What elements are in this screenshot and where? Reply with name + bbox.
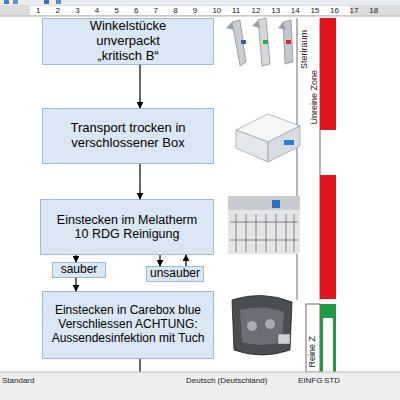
- ruler-number: 8: [173, 6, 177, 15]
- green-zone-inner: [323, 318, 333, 372]
- zone-label: Reine Z: [307, 336, 317, 368]
- handpiece-photo: [226, 18, 293, 66]
- status-text: Standard: [2, 376, 34, 385]
- flow-arrow: [75, 255, 76, 262]
- ruler-number: 12: [252, 6, 261, 15]
- green-zone-bar: [320, 304, 336, 372]
- ruler-number: 2: [56, 6, 60, 15]
- ruler-number: 13: [271, 6, 280, 15]
- ruler-number: 10: [212, 6, 221, 15]
- ruler-number: 1: [36, 6, 40, 15]
- carebox-photo: [232, 295, 292, 355]
- box-text: Einstecken im Melatherm 10 RDG Reinigung: [42, 213, 212, 242]
- toolbar-icon: [44, 0, 49, 4]
- toolbar-icon: [13, 0, 18, 4]
- box-text: Winkelstücke unverpackt „kritisch B“: [68, 19, 188, 64]
- process-box: Einstecken im Melatherm 10 RDG Reinigung: [40, 199, 214, 255]
- flow-continuation: [139, 359, 140, 372]
- ruler-number: 4: [95, 6, 99, 15]
- ruler-number: 6: [134, 6, 138, 15]
- flow-arrow: [159, 255, 160, 266]
- status-bar: [0, 372, 400, 400]
- status-text: Deutsch (Deutschland): [186, 376, 267, 385]
- box-text: Transport trocken in verschlossener Box: [53, 121, 203, 151]
- result-box: sauber: [52, 262, 106, 278]
- zone-label: Unreine Zone: [309, 70, 319, 125]
- ruler-white: [30, 6, 350, 15]
- flow-arrow: [139, 164, 140, 199]
- ruler-number: 14: [291, 6, 300, 15]
- process-box: Winkelstücke unverpackt „kritisch B“: [42, 18, 214, 65]
- ruler-number: 5: [114, 6, 118, 15]
- washer-rack-photo: [228, 196, 300, 254]
- ruler-number: 9: [193, 6, 197, 15]
- toolbar-icon: [4, 0, 9, 4]
- box-text: unsauber: [150, 267, 200, 281]
- red-zone-bar: [320, 175, 336, 299]
- toolbar-strip: [0, 0, 400, 5]
- zone-box: [306, 304, 320, 372]
- result-box: unsauber: [146, 266, 204, 282]
- flow-arrow: [139, 65, 140, 108]
- zone-label: Steriraum: [299, 30, 309, 69]
- zone-border: [297, 18, 298, 300]
- ruler-number: 16: [330, 6, 339, 15]
- status-text: EINFG: [298, 376, 322, 385]
- ruler-number: 3: [75, 6, 79, 15]
- process-box: Einstecken in Carebox blue Verschliessen…: [42, 291, 214, 359]
- box-text: sauber: [61, 263, 98, 277]
- flow-arrow: [75, 278, 76, 291]
- red-zone-bar: [320, 18, 336, 130]
- ruler-edge: [0, 16, 400, 17]
- ruler-number: 15: [310, 6, 319, 15]
- ruler-number: 17: [350, 6, 359, 15]
- toolbar-icon: [56, 0, 61, 4]
- status-text: STD: [324, 376, 340, 385]
- box-text: Einstecken in Carebox blue Verschliessen…: [44, 304, 212, 345]
- process-box: Transport trocken in verschlossener Box: [42, 108, 214, 164]
- ruler-number: 18: [369, 6, 378, 15]
- ruler: [0, 5, 400, 16]
- ruler-number: 7: [154, 6, 158, 15]
- status-bar-edge: [0, 372, 400, 373]
- transport-box-photo: [236, 114, 300, 162]
- flow-arrow: [185, 255, 186, 266]
- ruler-number: 11: [232, 6, 240, 15]
